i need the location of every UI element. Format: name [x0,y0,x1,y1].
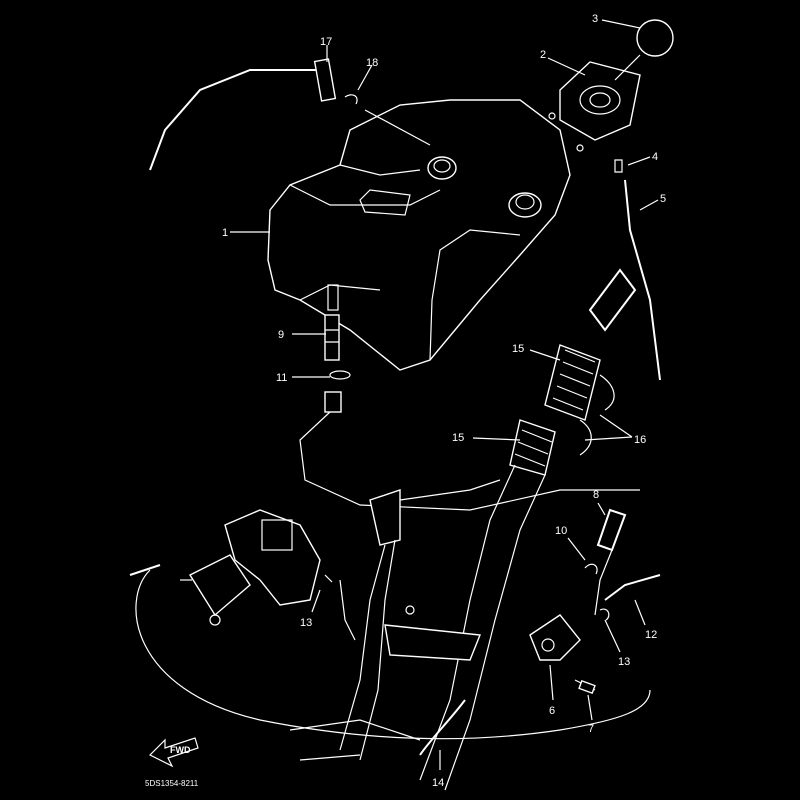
fuel-cock [529,614,596,695]
part-number-13-left: 13 [300,617,312,629]
part-numbers: 17 18 3 2 4 5 1 9 11 15 15 16 8 10 12 13… [222,13,666,789]
part-number-16: 16 [634,434,646,446]
part-number-15-upper: 15 [512,343,524,355]
hose-5 [614,159,661,381]
part-number-12: 12 [645,629,657,641]
part-number-14: 14 [432,777,444,789]
part-number-18: 18 [366,57,378,69]
fuel-tank [267,99,571,371]
frame [289,479,501,761]
part-number-3: 3 [592,13,598,25]
part-number-7: 7 [588,723,594,735]
hose-14 [129,564,651,756]
part-number-6: 6 [549,705,555,717]
hose-12 [599,574,661,621]
filler-cap-assembly [548,19,674,152]
forward-arrow-icon: FWD [148,737,199,768]
vent-hose-17 [149,58,431,171]
carburetor [180,509,333,626]
part-number-17: 17 [320,36,332,48]
part-number-8: 8 [593,489,599,501]
diagram-code: 5DS1354-8211 [145,779,199,788]
fuel-strainer [299,284,640,511]
part-number-4: 4 [652,151,658,163]
part-number-2: 2 [540,49,546,61]
filler-hose [419,268,637,791]
leader-lines [230,19,659,770]
part-number-5: 5 [660,193,666,205]
part-number-9: 9 [278,329,284,341]
hose-8 [584,508,627,616]
forward-label: FWD [170,745,191,755]
part-number-11: 11 [276,372,287,384]
part-number-1: 1 [222,227,228,239]
part-number-15-lower: 15 [452,432,464,444]
part-number-10: 10 [555,525,567,537]
part-number-13-right: 13 [618,656,630,668]
